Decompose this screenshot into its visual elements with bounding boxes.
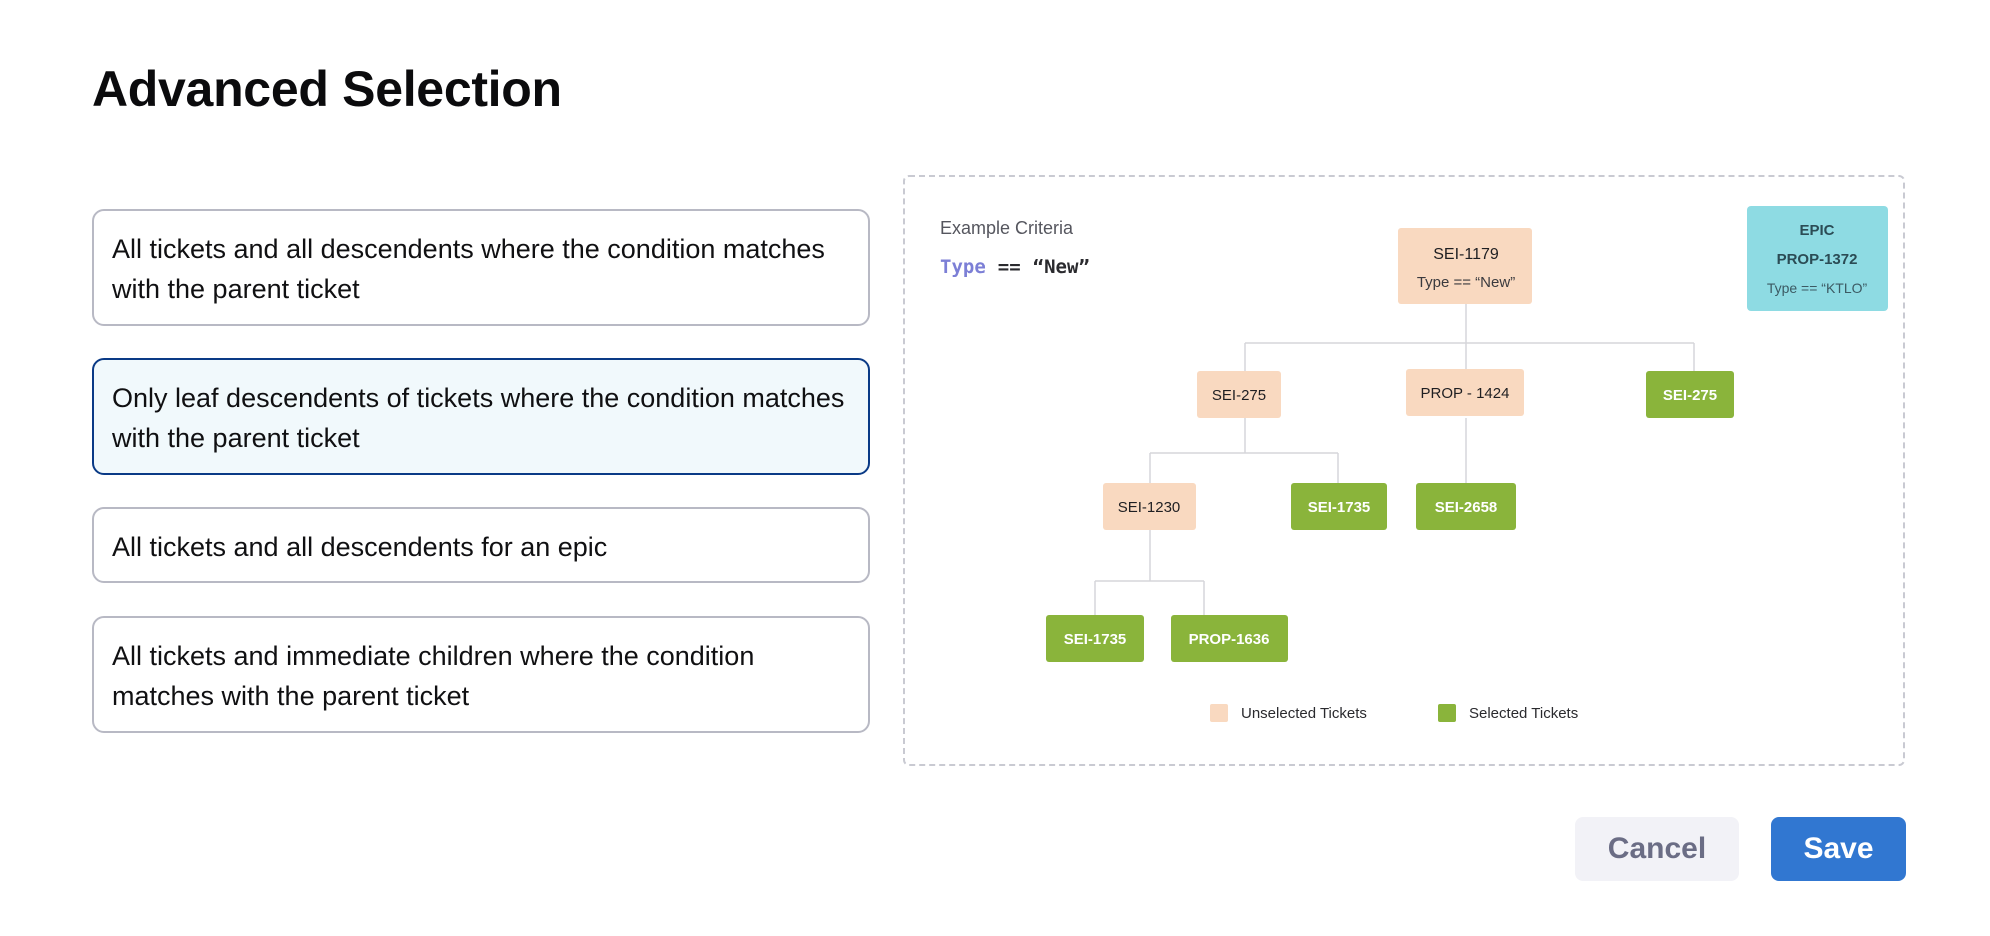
tree-node-sei-2658: [1416, 483, 1516, 530]
tree-node-label: SEI-2658: [1435, 499, 1498, 516]
tree-node-sei-275-left: [1197, 371, 1281, 418]
option-all-descendents-condition[interactable]: All tickets and all descendents where th…: [92, 209, 870, 326]
example-tree-diagram: Example Criteria Type == “New” SEI-1179 Ty…: [940, 206, 1888, 722]
criteria-keyword: Type: [940, 256, 986, 278]
tree-node-sei-1230: [1103, 483, 1196, 530]
option-label: All tickets and all descendents where th…: [112, 234, 825, 304]
option-leaf-descendents[interactable]: Only leaf descendents of tickets where t…: [92, 358, 870, 475]
tree-node-sei-275-right: [1646, 371, 1734, 418]
tree-node-label: PROP - 1424: [1421, 385, 1510, 402]
legend-unselected-label: Unselected Tickets: [1241, 705, 1367, 722]
criteria-value: “New”: [1033, 256, 1090, 278]
legend-selected-label: Selected Tickets: [1469, 705, 1578, 722]
tree-node-label: PROP-1636: [1189, 631, 1270, 648]
tree-node-label: SEI-275: [1212, 387, 1266, 404]
epic-card: [1747, 206, 1888, 311]
example-criteria-heading: Example Criteria: [940, 218, 1074, 238]
page-title: Advanced Selection: [92, 61, 562, 117]
tree-root-id: SEI-1179: [1433, 246, 1499, 263]
option-label: Only leaf descendents of tickets where t…: [112, 383, 845, 453]
tree-node-prop-1636: [1171, 615, 1288, 662]
tree-node-label: SEI-1230: [1118, 499, 1181, 516]
save-button[interactable]: Save: [1771, 817, 1906, 881]
option-label: All tickets and all descendents for an e…: [112, 532, 608, 562]
epic-condition: Type == “KTLO”: [1767, 280, 1868, 296]
option-label: All tickets and immediate children where…: [112, 641, 755, 711]
criteria-operator: ==: [998, 256, 1021, 278]
example-preview-panel: Example Criteria Type == “New” SEI-1179 Ty…: [903, 175, 1905, 766]
example-criteria-expression: Type == “New”: [940, 256, 1090, 278]
option-immediate-children[interactable]: All tickets and immediate children where…: [92, 616, 870, 733]
tree-node-prop-1424: [1406, 369, 1524, 416]
epic-id: PROP-1372: [1777, 251, 1858, 268]
epic-label: EPIC: [1799, 222, 1834, 239]
tree-node-sei-1735-bottom: [1046, 615, 1144, 662]
tree-node-sei-1735-mid: [1291, 483, 1387, 530]
tree-root-node: [1398, 228, 1532, 304]
legend-unselected-swatch: [1210, 704, 1228, 722]
tree-node-label: SEI-275: [1663, 387, 1717, 404]
tree-node-label: SEI-1735: [1064, 631, 1127, 648]
tree-node-label: SEI-1735: [1308, 499, 1371, 516]
cancel-button[interactable]: Cancel: [1575, 817, 1739, 881]
tree-root-condition: Type == “New”: [1417, 274, 1515, 291]
legend-selected-swatch: [1438, 704, 1456, 722]
option-epic-descendents[interactable]: All tickets and all descendents for an e…: [92, 507, 870, 583]
tree-connectors: [1094, 304, 1695, 615]
